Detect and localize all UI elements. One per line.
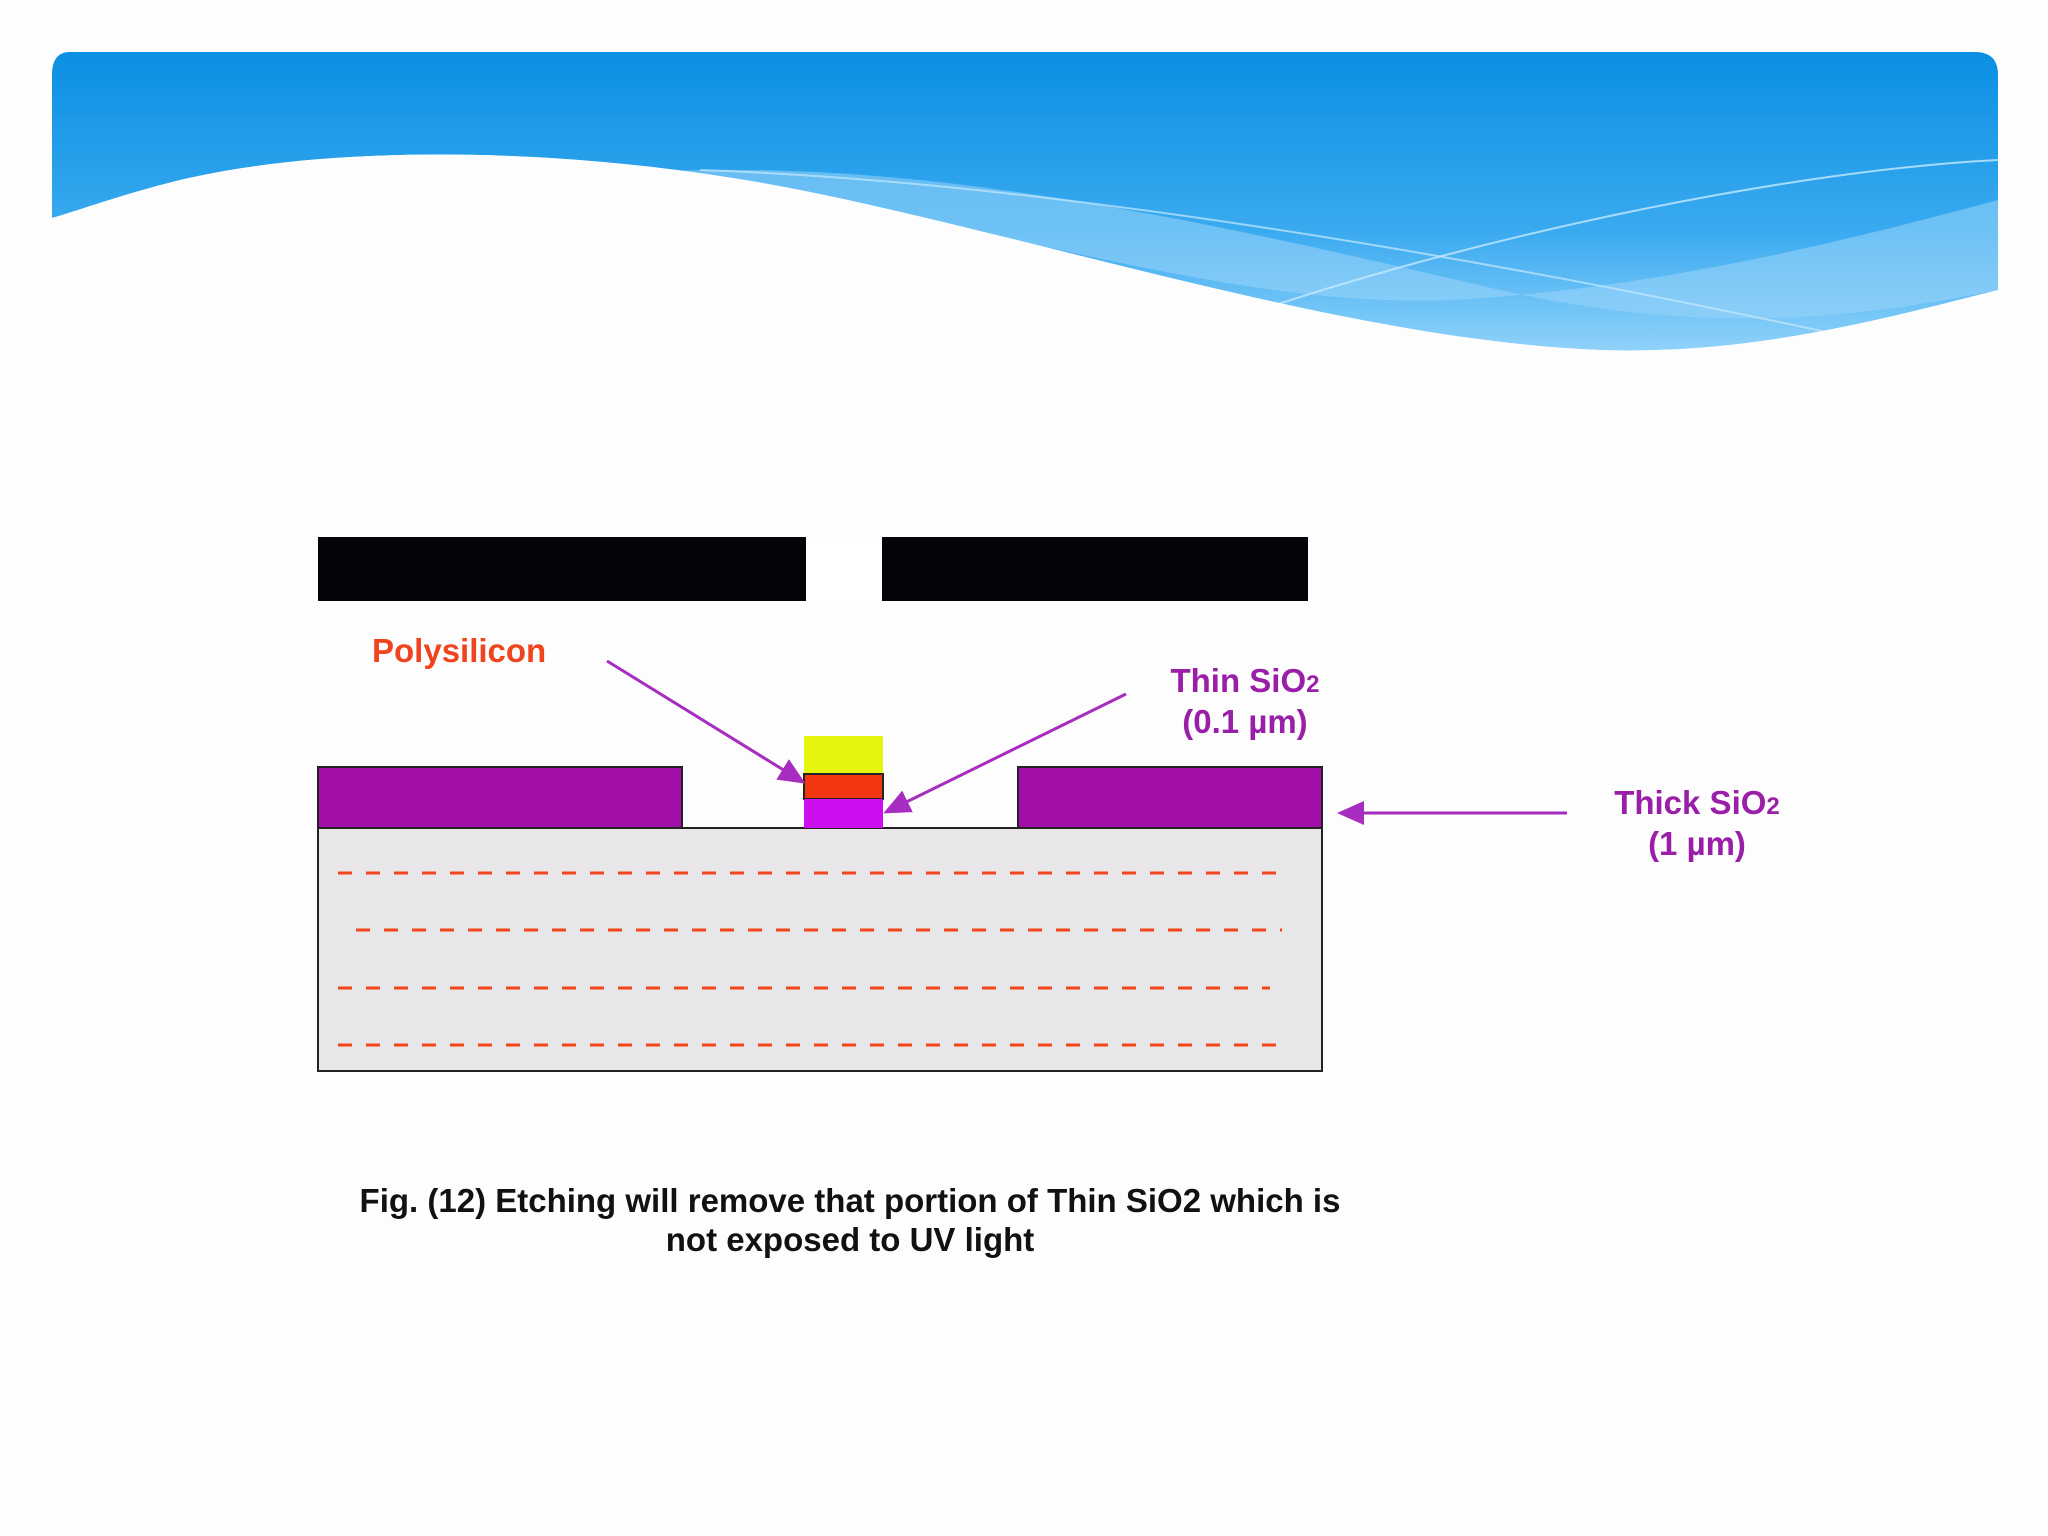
thin-sio2-label-subscript: 2 xyxy=(1306,671,1320,698)
thick-oxide-right xyxy=(1017,766,1323,829)
photoresist-layer xyxy=(804,736,883,774)
thin-sio2-label: Thin SiO2 (0.1 µm) xyxy=(1135,660,1355,743)
photomask-opening xyxy=(806,537,882,601)
figure-caption-line-2: not exposed to UV light xyxy=(665,1220,1035,1258)
header-wave-line-2 xyxy=(699,169,1841,336)
thin-oxide-layer xyxy=(804,799,883,828)
header-wave-banner xyxy=(52,52,1999,360)
header-wave-line-1 xyxy=(1259,159,1999,311)
header-wave-underside xyxy=(52,154,1998,360)
figure-caption: Fig. (12) Etching will remove that porti… xyxy=(300,1182,1400,1260)
polysilicon-arrow xyxy=(606,659,806,784)
thick-sio2-label: Thick SiO2 (1 µm) xyxy=(1577,782,1817,865)
thick-oxide-left xyxy=(317,766,683,829)
polysilicon-layer xyxy=(803,773,884,800)
photomask-left xyxy=(318,537,806,601)
polysilicon-label: Polysilicon xyxy=(372,632,547,669)
header-wave-highlight xyxy=(600,169,1998,319)
thin-sio2-label-main: Thin SiO xyxy=(1170,662,1307,699)
thin-sio2-thickness: (0.1 µm) xyxy=(1182,703,1308,741)
substrate xyxy=(317,827,1323,1072)
thick-sio2-thickness: (1 µm) xyxy=(1648,825,1746,863)
photomask-right xyxy=(882,537,1308,601)
thin-oxide-arrow xyxy=(883,692,1127,814)
thick-sio2-label-main: Thick SiO xyxy=(1614,784,1767,821)
figure-caption-line-1: Fig. (12) Etching will remove that porti… xyxy=(359,1182,1341,1219)
thick-sio2-label-subscript: 2 xyxy=(1766,793,1780,820)
